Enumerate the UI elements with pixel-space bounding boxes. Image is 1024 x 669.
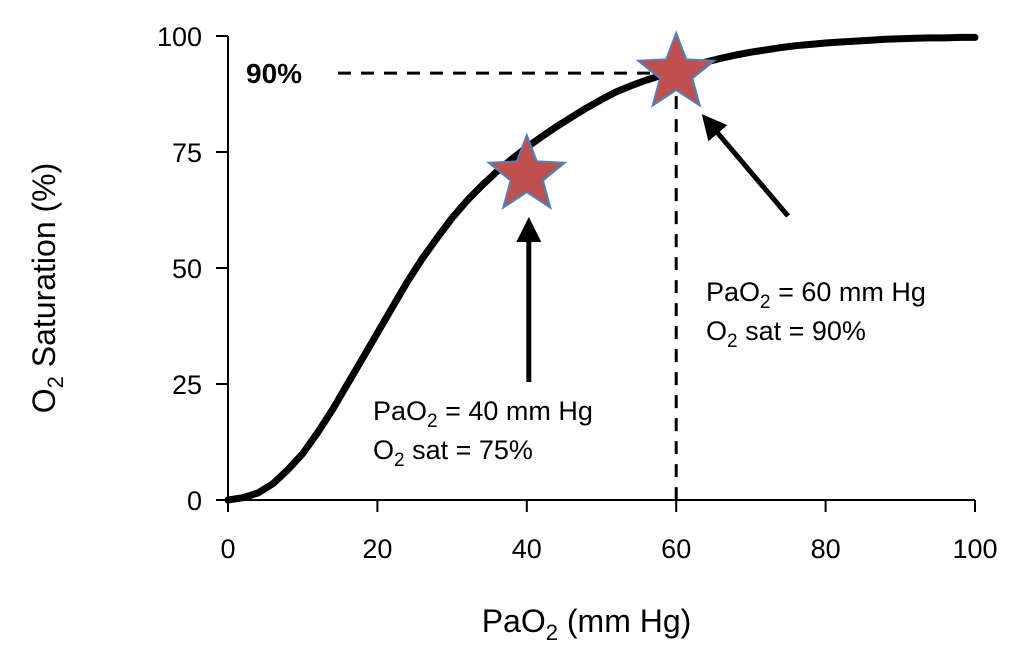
annotation-arrows: [516, 114, 790, 382]
y-axis-label: O2 Saturation (%): [26, 163, 68, 414]
tick-labels: 0 25 50 75 100 0 20 40 60 80 100: [157, 22, 998, 564]
x-tick-label: 80: [811, 534, 841, 564]
x-tick-label: 40: [512, 534, 542, 564]
arrow-2: [701, 114, 790, 218]
x-tick-label: 60: [661, 534, 691, 564]
x-tick-label: 100: [952, 534, 997, 564]
y-tick-label: 25: [172, 370, 202, 400]
x-axis-label: PaO2 (mm Hg): [482, 603, 692, 645]
star-marker-2: [635, 30, 717, 108]
markers: [486, 30, 717, 210]
reference-label-90: 90%: [246, 58, 302, 89]
annotation-1-line-1: PaO2 = 40 mm Hg: [373, 396, 593, 432]
annotation-1-line-2: O2 sat = 75%: [373, 435, 533, 471]
y-tick-label: 75: [172, 138, 202, 168]
y-tick-label: 50: [172, 254, 202, 284]
y-tick-label: 100: [157, 22, 202, 52]
axes: [227, 36, 975, 501]
y-tick-label: 0: [187, 486, 202, 516]
x-tick-label: 20: [362, 534, 392, 564]
saturation-curve: [224, 33, 979, 504]
reference-lines: [338, 71, 678, 505]
x-tick-label: 0: [220, 534, 235, 564]
star-marker-1: [486, 132, 568, 210]
annotation-2-line-1: PaO2 = 60 mm Hg: [706, 277, 926, 313]
annotation-2-line-2: O2 sat = 90%: [706, 316, 866, 352]
